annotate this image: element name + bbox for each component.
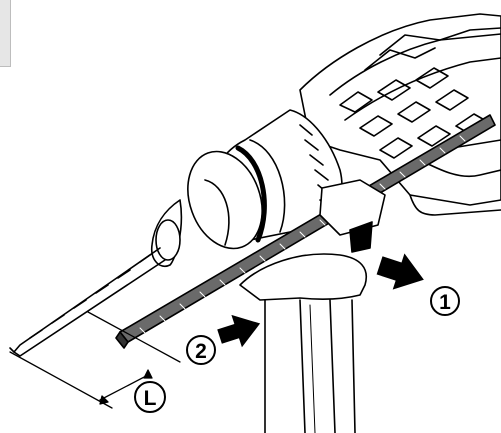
drill-bit [9, 247, 166, 357]
drill-chuck [150, 109, 343, 267]
callout-1: 1 [430, 286, 460, 316]
callout-2: 2 [186, 335, 216, 365]
push-arrow-1 [375, 251, 426, 292]
callout-2-label: 2 [195, 340, 207, 363]
auxiliary-handle [239, 253, 367, 433]
callout-length: L [134, 381, 166, 413]
push-arrow-2 [215, 313, 262, 350]
callout-1-label: 1 [439, 291, 451, 314]
callout-length-label: L [144, 387, 157, 410]
dimension-lines [9, 311, 181, 409]
corner-tab [0, 0, 11, 67]
drill-housing [299, 13, 501, 216]
depth-stop-clamp [319, 179, 386, 253]
